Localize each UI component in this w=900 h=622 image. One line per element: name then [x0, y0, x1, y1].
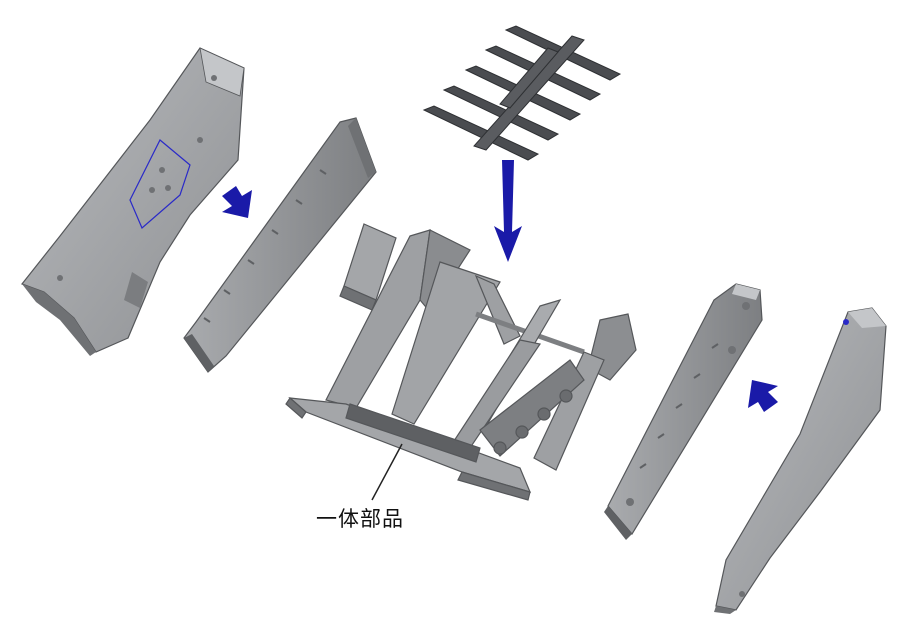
arrow-down-icon — [494, 160, 522, 262]
arrow-left-icon — [748, 380, 778, 412]
right-side-plate — [714, 307, 887, 614]
left-side-plate — [21, 47, 245, 356]
left-inner-rail — [183, 117, 377, 373]
callout-label: 一体部品 — [316, 507, 404, 531]
top-grille — [422, 25, 622, 161]
arrow-right-icon — [222, 186, 252, 218]
center-frame-assembly — [285, 223, 637, 501]
right-inner-rail — [604, 283, 763, 540]
blue-outline-panel — [129, 139, 191, 229]
callout-leader-line — [371, 443, 403, 501]
